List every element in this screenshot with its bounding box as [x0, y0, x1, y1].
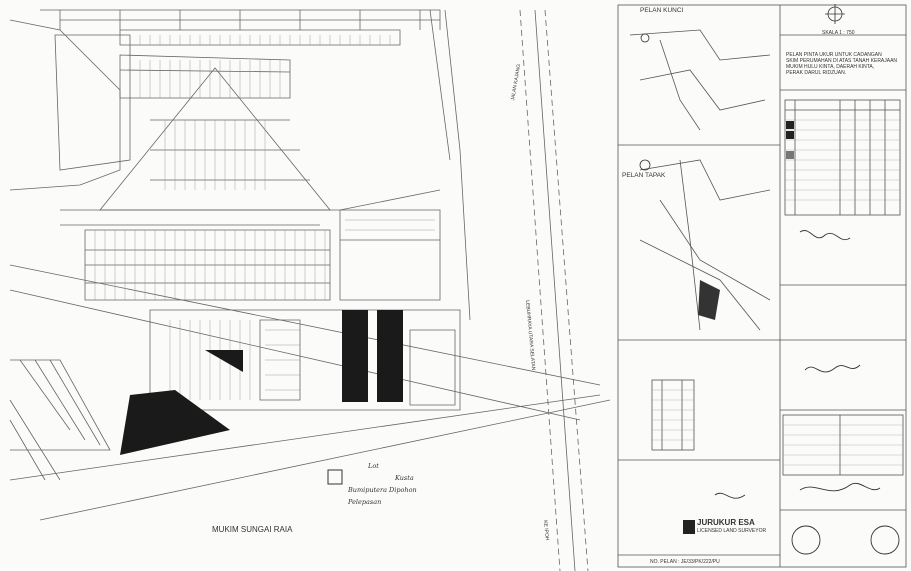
company-subtitle: LICENSED LAND SURVEYOR [697, 528, 767, 534]
site-plan-title: PELAN TAPAK [622, 172, 666, 179]
plan-description: PELAN PINTA UKUR UNTUK CADANGAN SKIM PER… [786, 52, 897, 76]
handwritten-note-line-4: Pelepasan [348, 498, 382, 506]
plan-number: NO. PELAN : JE/33/PK/222/PU [650, 559, 720, 565]
handwritten-note-line-2: Kusta [395, 474, 414, 482]
scale-label: SKALA 1 : 750 [822, 30, 855, 36]
handwritten-note-line-1: Lot [368, 462, 379, 470]
description-line-2: SKIM PERUMAHAN DI ATAS TANAH KERAJAAN [786, 58, 898, 64]
key-plan-title: PELAN KUNCI [640, 7, 684, 14]
company-name: JURUKUR ESA [697, 518, 755, 527]
handwritten-note-line-3: Bumiputera Dipohon [348, 486, 417, 494]
description-line-4: PERAK DARUL RIDZUAN. [786, 70, 847, 76]
description-line-3: MUKIM HULU KINTA, DAERAH KINTA, [786, 64, 875, 70]
description-line-1: PELAN PINTA UKUR UNTUK CADANGAN [786, 52, 882, 58]
mukim-label: MUKIM SUNGAI RAIA [212, 525, 293, 534]
